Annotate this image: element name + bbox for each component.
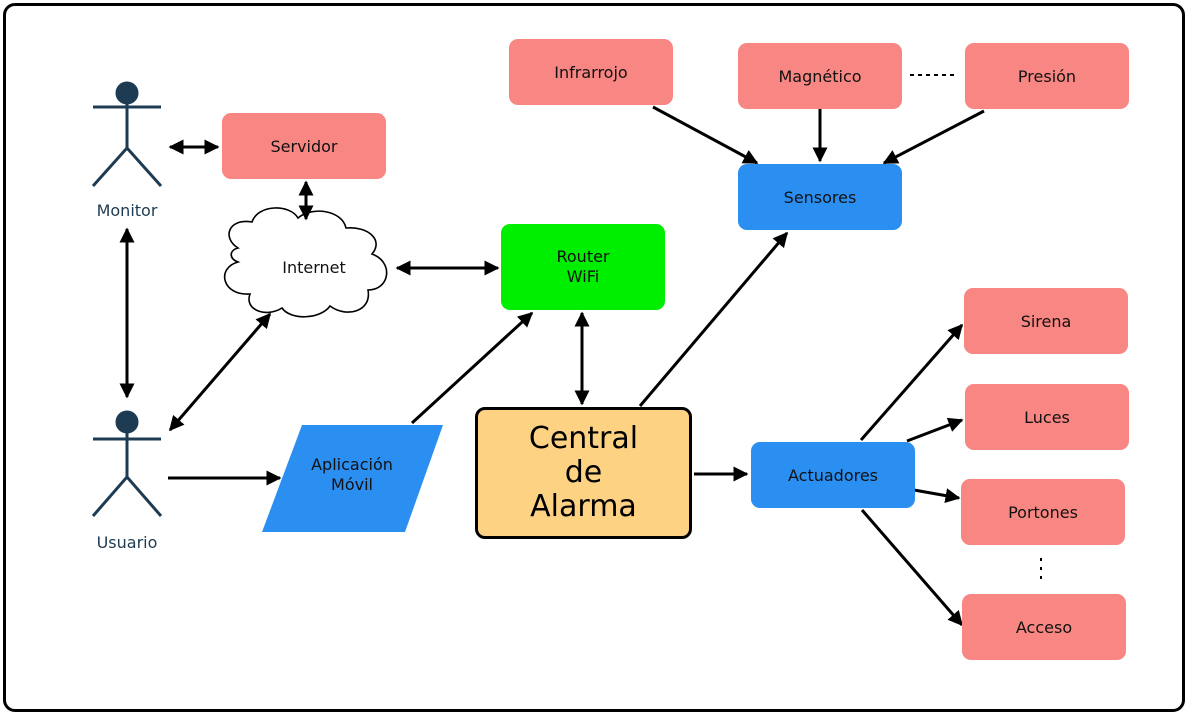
internet-cloud-shape: [223, 207, 388, 318]
link-actuadores-sirena: [859, 323, 964, 441]
aplicacion-movil-label: Aplicación Móvil: [311, 455, 393, 494]
monitor-actor-icon: [91, 81, 163, 188]
link-app-router: [410, 311, 534, 425]
sensores-box: Sensores: [738, 164, 902, 230]
servidor-box: Servidor: [222, 113, 386, 179]
link-actuadores-luces: [906, 417, 964, 443]
link-central-sensores: [638, 231, 789, 407]
link-actuadores-acceso: [860, 509, 964, 627]
sirena-box: Sirena: [964, 288, 1128, 354]
usuario-actor-icon: [91, 410, 163, 517]
magnetico-box: Magnético: [738, 43, 902, 109]
link-presion-sensores: [882, 109, 985, 165]
monitor-label: Monitor: [96, 201, 158, 220]
internet-label: Internet: [282, 258, 346, 277]
router-wifi-box: Router WiFi: [501, 224, 665, 310]
portones-box: Portones: [961, 479, 1125, 545]
aplicacion-movil-shape: [262, 425, 443, 532]
infrarrojo-box: Infrarrojo: [509, 39, 673, 105]
link-actuadores-portones: [913, 488, 961, 504]
acceso-box: Acceso: [962, 594, 1126, 660]
luces-box: Luces: [965, 384, 1129, 450]
link-usuario-internet: [168, 312, 272, 432]
central-alarma-box: Central de Alarma: [475, 407, 692, 539]
usuario-label: Usuario: [96, 533, 158, 552]
link-infrarrojo-sensores: [652, 105, 759, 165]
actuadores-box: Actuadores: [751, 442, 915, 508]
presion-box: Presión: [965, 43, 1129, 109]
